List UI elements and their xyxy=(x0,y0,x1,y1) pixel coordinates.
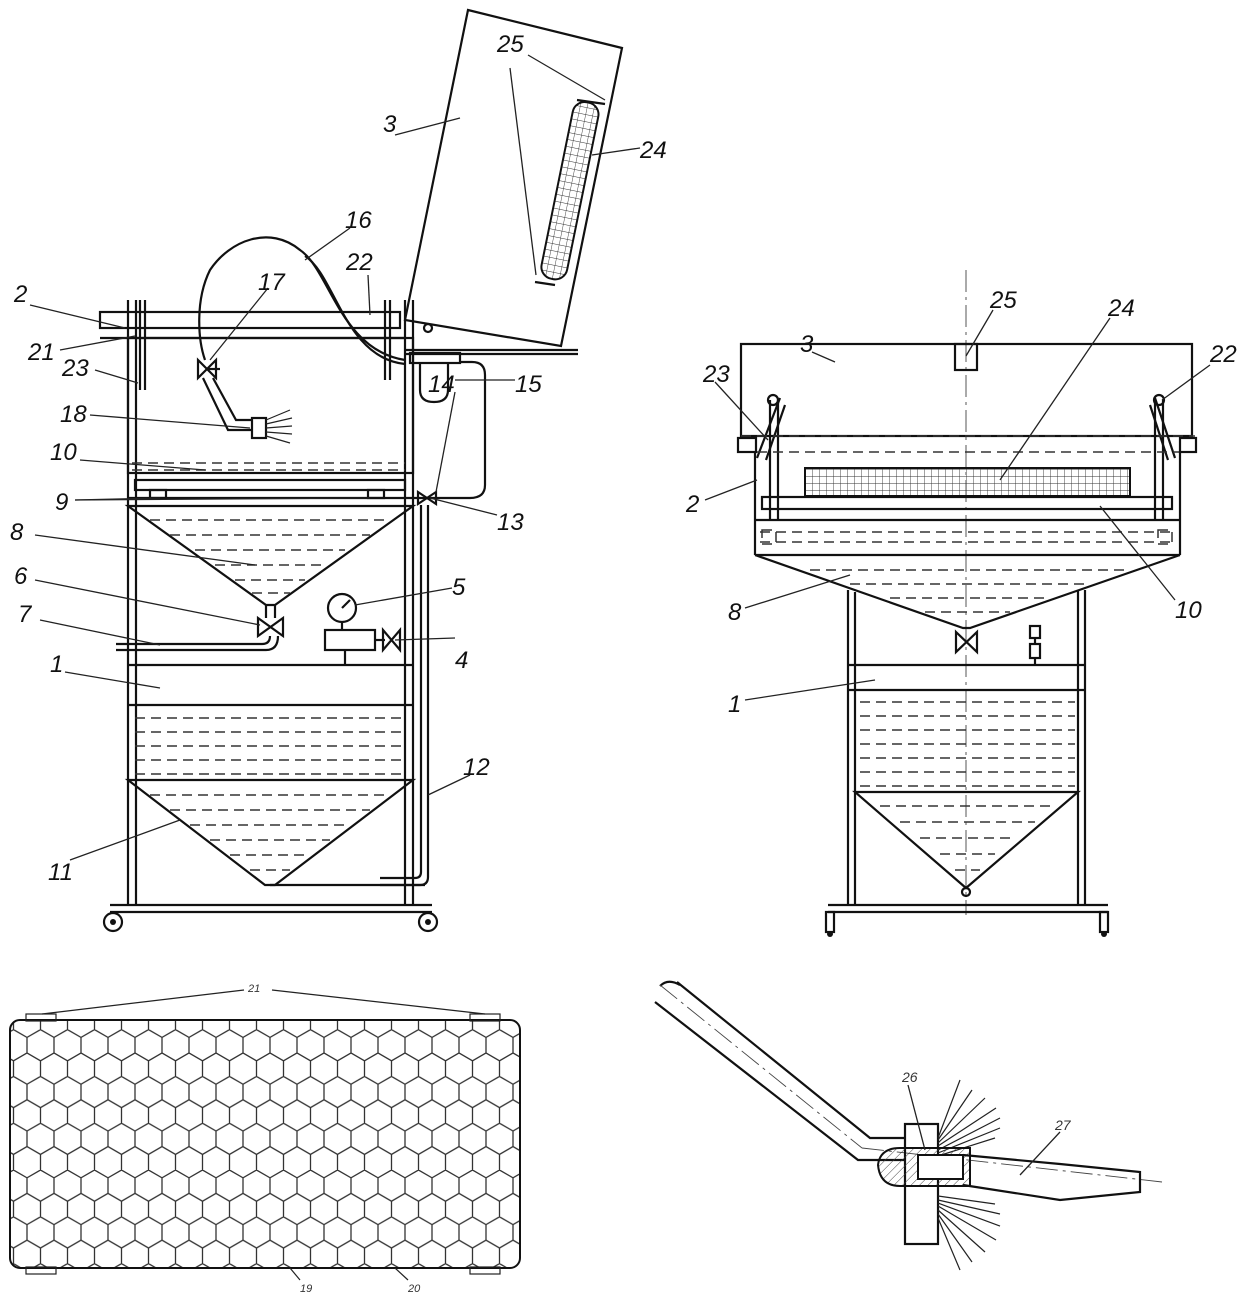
label-13: 13 xyxy=(497,509,524,536)
label-20: 20 xyxy=(407,1283,421,1294)
label-24: 24 xyxy=(639,137,667,164)
label-12: 12 xyxy=(463,754,490,781)
label-18: 18 xyxy=(60,401,87,428)
label-16: 16 xyxy=(345,207,372,234)
label-4: 4 xyxy=(455,647,468,674)
front-view: 3 25 24 23 22 2 10 8 1 xyxy=(685,270,1237,937)
label-15: 15 xyxy=(515,371,542,398)
label-6: 6 xyxy=(14,563,28,590)
label-10: 10 xyxy=(50,439,77,466)
label-21: 21 xyxy=(27,339,55,366)
label-2: 2 xyxy=(13,281,27,308)
label-5: 5 xyxy=(452,574,466,601)
label-25: 25 xyxy=(496,31,524,58)
label-3: 3 xyxy=(383,111,397,138)
label-8: 8 xyxy=(10,519,24,546)
label-22: 22 xyxy=(345,249,373,276)
label-23-front: 23 xyxy=(702,361,730,388)
label-14: 14 xyxy=(428,371,455,398)
label-1: 1 xyxy=(50,651,63,678)
label-23: 23 xyxy=(61,355,89,382)
brush-detail-view: 26 27 xyxy=(654,980,1163,1271)
label-26: 26 xyxy=(901,1069,918,1085)
side-view: 2 21 23 18 10 9 8 6 7 1 11 3 24 16 17 22… xyxy=(10,8,667,933)
label-9: 9 xyxy=(55,489,68,516)
label-24-front: 24 xyxy=(1107,295,1135,322)
mesh-plate-view: 21 19 20 xyxy=(9,983,521,1294)
label-17: 17 xyxy=(258,269,286,296)
label-2-front: 2 xyxy=(685,491,699,518)
label-22-front: 22 xyxy=(1209,341,1237,368)
label-7: 7 xyxy=(18,601,33,628)
label-25-front: 25 xyxy=(989,287,1017,314)
label-11: 11 xyxy=(48,859,73,886)
label-8-front: 8 xyxy=(728,599,742,626)
label-21-mesh: 21 xyxy=(247,983,260,995)
label-3-front: 3 xyxy=(800,331,814,358)
label-10-front: 10 xyxy=(1175,597,1202,624)
label-19: 19 xyxy=(300,1283,312,1294)
label-27: 27 xyxy=(1054,1117,1072,1133)
label-1-front: 1 xyxy=(728,691,741,718)
